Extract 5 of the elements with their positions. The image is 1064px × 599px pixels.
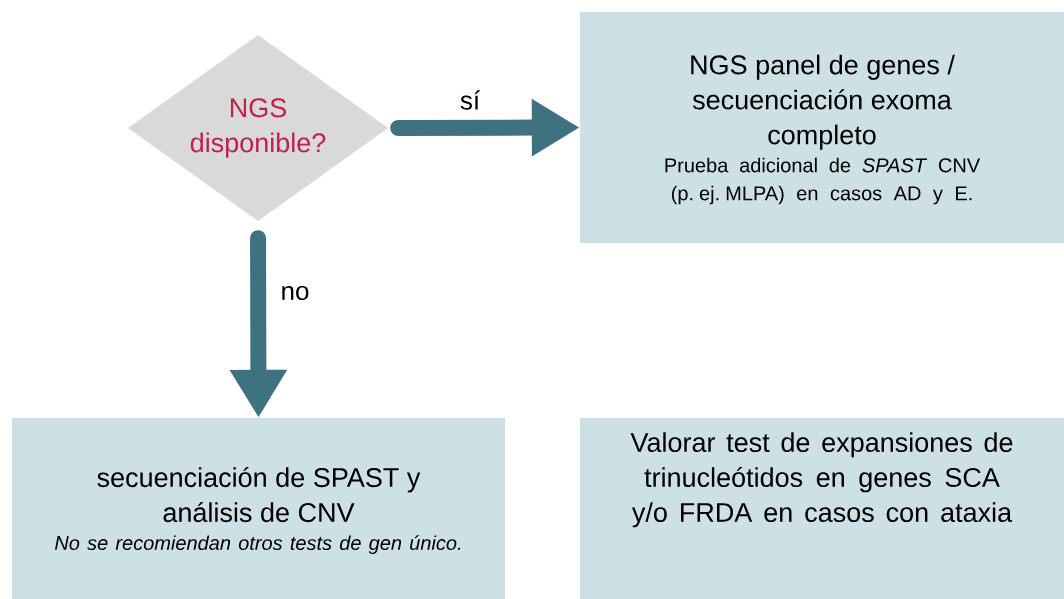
edge-label: sí <box>460 90 480 110</box>
process-box: NGS panel de genes / secuenciación exoma completo Prueba adicional de SPAST CNV (p. ej. MLPA) en casos AD y E. <box>580 12 1064 243</box>
edge-label: no <box>282 285 309 301</box>
process-box: Valorar test de expansiones de trinucleótidos en genes SCA y/o FRDA en casos con ataxia <box>580 418 1064 599</box>
process-box: secuenciación de SPAST y análisis de CNV No se recomiendan otros tests de gen único. <box>12 418 505 599</box>
